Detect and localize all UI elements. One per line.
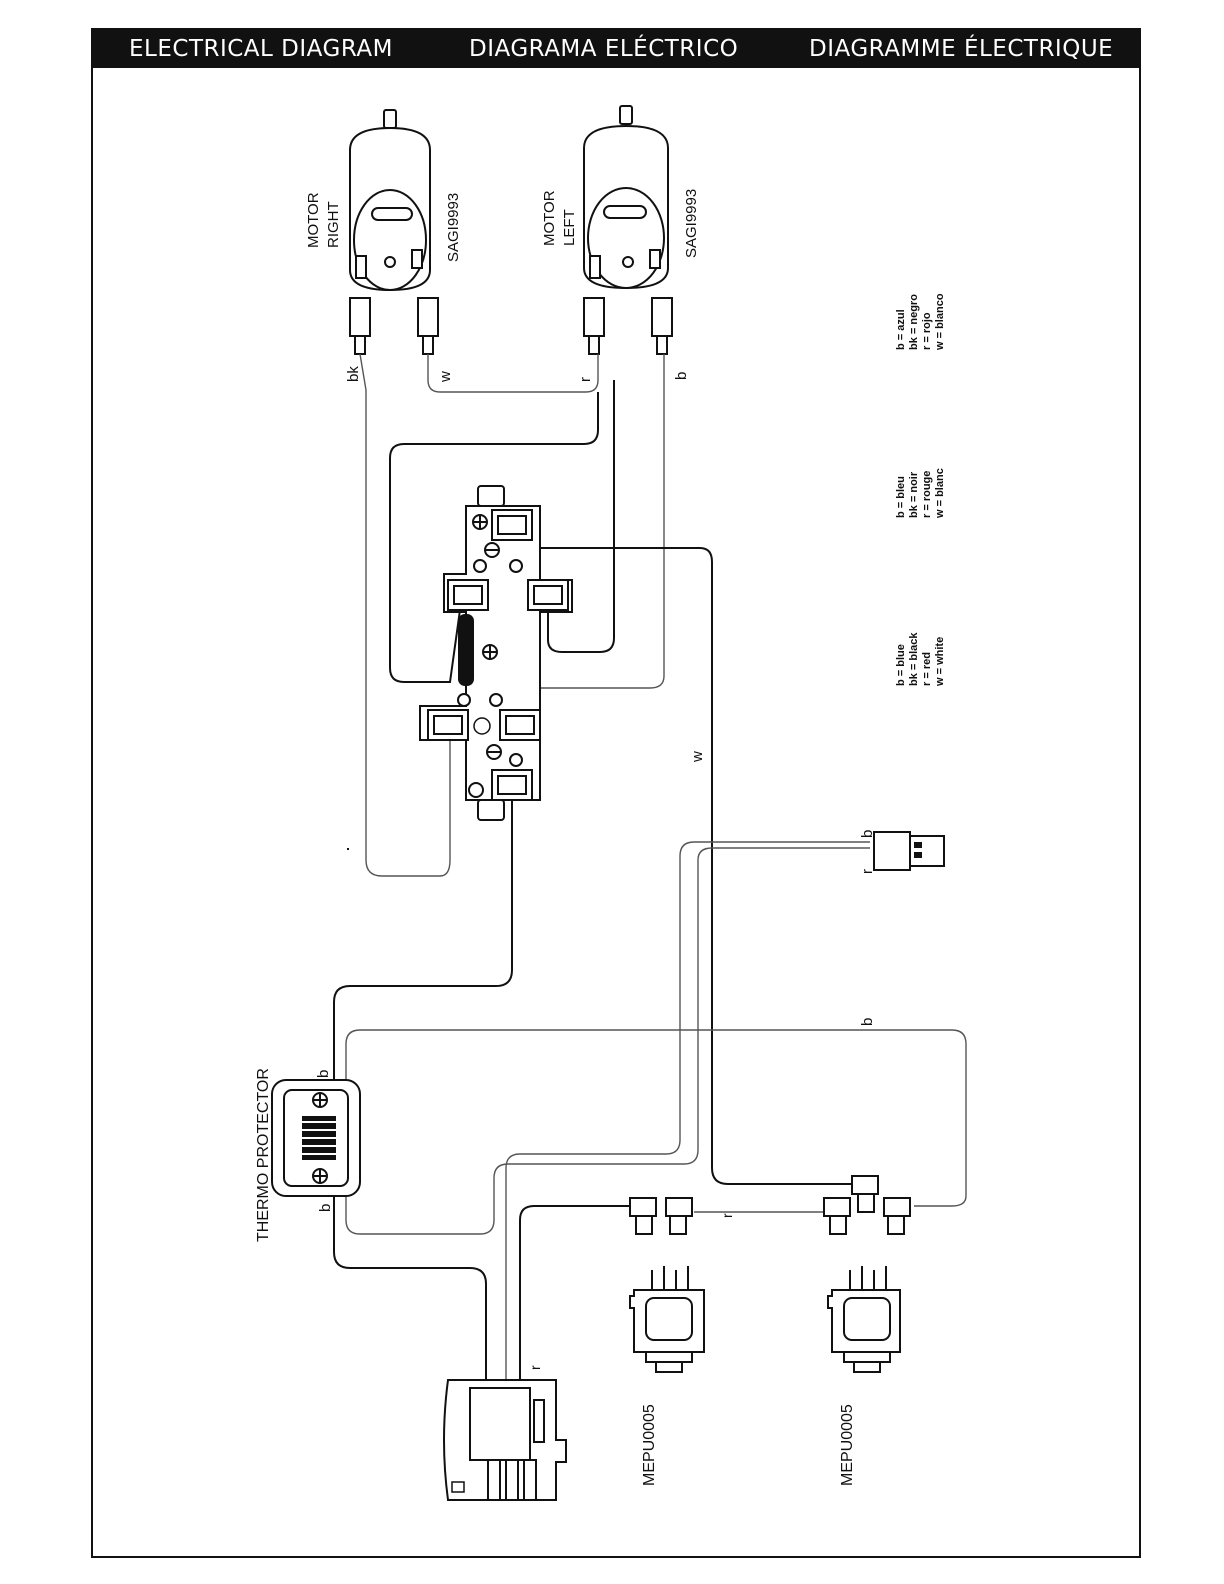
battery-connector — [444, 1380, 566, 1500]
motor-left-part-number: SAGI9993 — [683, 189, 700, 258]
svg-text:bk = black: bk = black — [908, 632, 920, 686]
motor-left-label-1: MOTOR — [541, 190, 558, 246]
motor-right-part-number: SAGI9993 — [445, 193, 462, 262]
thermo-label-b-bottom: b — [317, 1204, 334, 1212]
switch-1-part-number: MEPU0005 — [641, 1404, 658, 1486]
thermo-label-b-top: b — [315, 1070, 332, 1078]
legend-spanish: b = azul bk = negro r = rojo w = blanco — [895, 293, 946, 351]
svg-text:w = blanc: w = blanc — [934, 468, 946, 519]
svg-text:b = blue: b = blue — [895, 644, 907, 686]
svg-text:w = blanco: w = blanco — [934, 293, 946, 351]
legend-english: b = blue bk = black r = red w = white — [895, 632, 946, 687]
svg-text:bk = negro: bk = negro — [908, 294, 920, 350]
motor-right-label-2: RIGHT — [325, 201, 342, 248]
switch-label-r: r — [719, 1213, 735, 1218]
wire-label-bk: bk — [345, 366, 362, 382]
wire-label-b-loop: b — [859, 1018, 876, 1026]
rocker-switch-1 — [630, 1266, 704, 1372]
motor-left-label-2: LEFT — [561, 209, 578, 246]
motor-left: MOTOR LEFT SAGI9993 — [541, 106, 700, 288]
svg-text:b = bleu: b = bleu — [895, 476, 907, 518]
svg-text:r = rouge: r = rouge — [921, 471, 933, 518]
wire-label-w-right: w — [437, 371, 454, 383]
wire-label-b-left: b — [673, 372, 690, 380]
svg-text:b = azul: b = azul — [895, 309, 907, 350]
thermo-protector — [272, 1080, 360, 1196]
svg-text:r = red: r = red — [921, 652, 933, 686]
legend-french: b = bleu bk = noir r = rouge w = blanc — [895, 468, 946, 519]
wire-label-w-long: w — [689, 751, 706, 763]
motor-right: MOTOR RIGHT SAGI9993 — [305, 110, 462, 290]
plug-label-b: b — [859, 830, 876, 838]
svg-text:r = rojo: r = rojo — [921, 312, 933, 350]
charger-plug — [874, 832, 944, 870]
control-board — [420, 486, 572, 820]
motor-right-label-1: MOTOR — [305, 192, 322, 248]
switch-2-part-number: MEPU0005 — [839, 1404, 856, 1486]
rocker-switch-2 — [828, 1266, 900, 1372]
thermo-protector-label: THERMO PROTECTOR — [255, 1068, 272, 1242]
plug-label-r: r — [859, 869, 876, 874]
svg-text:w = white: w = white — [934, 637, 946, 687]
motor-connectors — [350, 298, 672, 354]
svg-text:bk = noir: bk = noir — [908, 471, 920, 518]
battery-label-r: r — [527, 1365, 543, 1370]
wire-label-r-left: r — [577, 377, 594, 382]
